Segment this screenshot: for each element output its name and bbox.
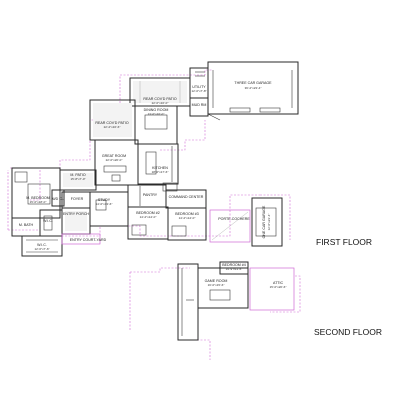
label-bedroom-2: BEDROOM #2 [136, 211, 160, 215]
entry-court-yard [61, 233, 101, 245]
label-game-room: GAME ROOM [205, 279, 228, 283]
dims-bedroom-2: 14'-2"x14'-0" [140, 215, 157, 219]
dims-utility: 12'-0"x7'-8" [191, 89, 206, 93]
room-labels: THREE CAR GARAGE 36'-2"x23'-4" REAR COV'… [19, 81, 287, 289]
bedroom-3 [167, 207, 207, 241]
game-room [197, 267, 249, 309]
label-entry-porch: ENTRY PORCH [63, 212, 89, 216]
label-rear-covd-patio-top: REAR COV'D PATIO [143, 97, 177, 101]
dims-rear-covd-patio-left: 22'-2"x16'-6" [104, 125, 121, 129]
label-m-bedroom: M. BEDROOM [26, 196, 50, 200]
second-floor-title: SECOND FLOOR [314, 327, 382, 337]
rear-covd-patio-left [89, 99, 136, 141]
label-wic-bottom: W.I.C. [37, 243, 47, 247]
label-porte-cochere: PORTE-COCHERE [218, 217, 250, 221]
one-car-garage [251, 197, 283, 247]
label-foyer: FOYER [71, 197, 84, 201]
porte-cochere [209, 209, 251, 243]
label-one-car-garage: ONE CAR GARAGE [262, 205, 266, 238]
label-dining-room: DINING ROOM [144, 108, 169, 112]
dims-bedroom-3: 14'-2"x14'-0" [179, 216, 196, 220]
second-floor-plan [129, 261, 301, 360]
dims-m-patio: 15'-8"x7'-0" [70, 177, 85, 181]
label-command-center: COMMAND CENTER [169, 195, 204, 199]
label-m-patio: M. PATIO [70, 173, 85, 177]
dims-one-car-garage: 12'-0"x23'-4" [267, 214, 271, 231]
dims-study: 14'-0"x13'-6" [96, 202, 113, 206]
label-wic-mid: W.I.C. [43, 219, 53, 223]
first-floor-title: FIRST FLOOR [316, 237, 372, 247]
great-room [94, 139, 139, 186]
label-mud-rm: MUD RM [192, 103, 207, 107]
label-pantry: PANTRY [143, 193, 158, 197]
label-utility: UTILITY [192, 85, 206, 89]
dims-kitchen: 18'-0"x17'-6" [152, 170, 169, 174]
label-rear-covd-patio-left: REAR COV'D PATIO [95, 121, 129, 125]
label-great-room: GREAT ROOM [102, 154, 126, 158]
dims-wic-bottom: 12'-6"x7'-6" [34, 247, 49, 251]
label-bedroom-4: BEDROOM #4 [222, 263, 246, 267]
dims-bedroom-4: 14'-9"x13'-6" [226, 267, 243, 271]
rear-covd-patio-top [129, 77, 191, 107]
label-wd-cl: WD CL [52, 197, 64, 201]
dims-m-bedroom: 15'-0"x18'-0" [30, 200, 47, 204]
label-attic: ATTIC [273, 281, 284, 285]
label-entry-court-yard: ENTRY COURT-YARD [70, 238, 107, 242]
label-kitchen: KITCHEN [152, 166, 168, 170]
master-suite [11, 167, 63, 257]
label-bedroom-3: BEDROOM #3 [175, 212, 199, 216]
dims-rear-covd-patio-top: 22'-0"x16'-0" [152, 101, 169, 105]
dims-great-room: 22'-0"x20'-0" [106, 158, 123, 162]
dims-dining-room: 13'-0"x16'-0" [148, 112, 165, 116]
three-car-garage [207, 61, 299, 121]
label-three-car-garage: THREE CAR GARAGE [234, 81, 272, 85]
first-floor-plan [7, 61, 299, 257]
dims-three-car-garage: 36'-2"x23'-4" [245, 86, 262, 90]
bedroom-4 [219, 261, 249, 275]
attic [249, 267, 295, 311]
dims-attic: 15'-0"x20'-6" [270, 285, 287, 289]
label-study: STUDY [98, 198, 111, 202]
label-m-bath: M. BATH [19, 223, 34, 227]
dims-game-room: 16'-0"x15'-6" [208, 283, 225, 287]
